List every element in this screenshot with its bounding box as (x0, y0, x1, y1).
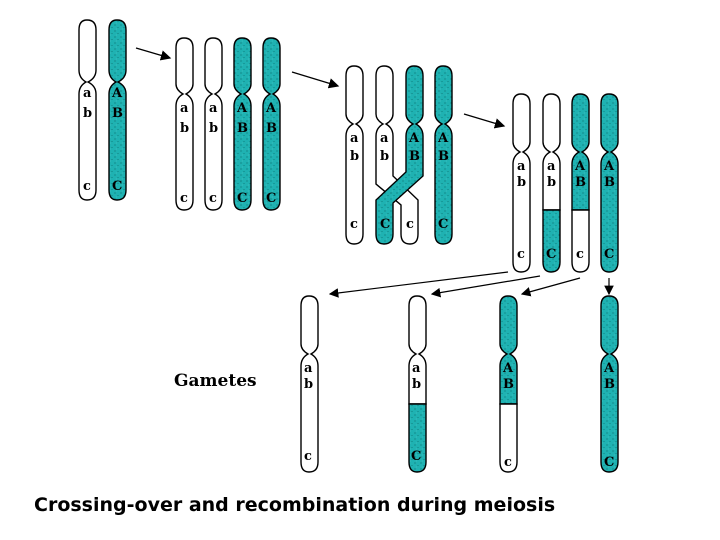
gene-label-B: B (438, 149, 449, 164)
gene-label-B: B (237, 121, 248, 136)
gene-label-B: B (575, 175, 586, 190)
gene-label-a: a (517, 159, 526, 174)
gene-label-b: b (304, 377, 313, 392)
gene-label-B: B (604, 377, 615, 392)
chromatid-teal-inner-crossed: A B C (375, 65, 424, 245)
gene-label-a: a (180, 101, 189, 116)
gene-label-A: A (437, 131, 449, 146)
gene-label-C: C (604, 455, 614, 470)
chromatid-teal-1: A B C (233, 37, 252, 211)
gene-label-C: C (438, 217, 448, 232)
chromatid-recombinant-ABc: A B c (571, 93, 590, 273)
gene-label-A: A (408, 131, 420, 146)
gene-label-A: A (603, 159, 615, 174)
gene-label-c: c (350, 217, 358, 232)
gene-label-A: A (265, 101, 277, 116)
gene-label-b: b (517, 175, 526, 190)
gene-label-A: A (574, 159, 586, 174)
chromatid-white-inner-crossed: a b c (375, 65, 419, 245)
gene-label-A: A (502, 361, 514, 376)
gene-label-B: B (266, 121, 277, 136)
chromatid-white-outer: a b c (345, 65, 364, 245)
chromatid-white-1: a b c (175, 37, 194, 211)
gene-label-a: a (412, 361, 421, 376)
chromatid-parental-ABC: A B C (600, 93, 619, 273)
stage-4-recombined: a b c a b C A B c A B C (512, 93, 619, 273)
gamete-arrows (328, 271, 614, 298)
gene-label-A: A (603, 361, 615, 376)
gene-label-C: C (112, 179, 122, 194)
chromatid-teal-2: A B C (262, 37, 281, 211)
gene-label-C: C (546, 247, 556, 262)
chromatid-recombinant-abC: a b C (542, 93, 561, 273)
gene-label-a: a (209, 101, 218, 116)
stage-1-chromosomes: a b c A B C (78, 19, 127, 201)
gene-label-A: A (111, 86, 123, 101)
gene-label-b: b (380, 149, 389, 164)
gene-label-a: a (350, 131, 359, 146)
gene-label-C: C (604, 247, 614, 262)
gene-label-c: c (180, 191, 188, 206)
gene-label-b: b (350, 149, 359, 164)
gene-label-c: c (83, 179, 91, 194)
gene-label-c: c (209, 191, 217, 206)
gene-label-B: B (503, 377, 514, 392)
gene-label-C: C (380, 217, 390, 232)
arrow-2 (291, 71, 340, 89)
gene-label-b: b (180, 121, 189, 136)
gamete-abC: a b C (408, 295, 427, 473)
gene-label-B: B (604, 175, 615, 190)
gene-label-C: C (266, 191, 276, 206)
gene-label-c: c (304, 449, 312, 464)
gene-label-C: C (237, 191, 247, 206)
gamete-ABC: A B C (600, 295, 619, 473)
stage-3-crossing-over: a b c a b c A B C A B C (345, 65, 453, 245)
gene-label-b: b (547, 175, 556, 190)
gene-label-b: b (83, 106, 92, 121)
gene-label-a: a (304, 361, 313, 376)
gamete-ABc: A B c (499, 295, 518, 473)
gene-label-B: B (112, 106, 123, 121)
gene-label-A: A (236, 101, 248, 116)
gene-label-B: B (409, 149, 420, 164)
gene-label-a: a (380, 131, 389, 146)
gene-label-b: b (412, 377, 421, 392)
gene-label-a: a (83, 86, 92, 101)
gene-label-c: c (576, 247, 584, 262)
arrow-1 (135, 47, 172, 61)
chromatid-white-2: a b c (204, 37, 223, 211)
gene-label-c: c (504, 455, 512, 470)
arrow-3 (463, 113, 506, 129)
gene-label-c: c (406, 217, 414, 232)
stage-2-chromosomes: a b c a b c A B C A B C (175, 37, 281, 211)
gene-label-a: a (547, 159, 556, 174)
gamete-abc: a b c (300, 295, 319, 473)
gene-label-C: C (411, 449, 421, 464)
chromatid-parental-abc: a b c (512, 93, 531, 273)
gene-label-b: b (209, 121, 218, 136)
chromatid-teal-outer: A B C (434, 65, 453, 245)
gametes-label: Gametes (174, 371, 257, 391)
diagram-caption: Crossing-over and recombination during m… (34, 494, 555, 516)
chromosome-white: a b c (78, 19, 97, 201)
chromosome-teal: A B C (108, 19, 127, 201)
gene-label-c: c (517, 247, 525, 262)
gametes: a b c a b C A B c A B C (300, 295, 619, 473)
